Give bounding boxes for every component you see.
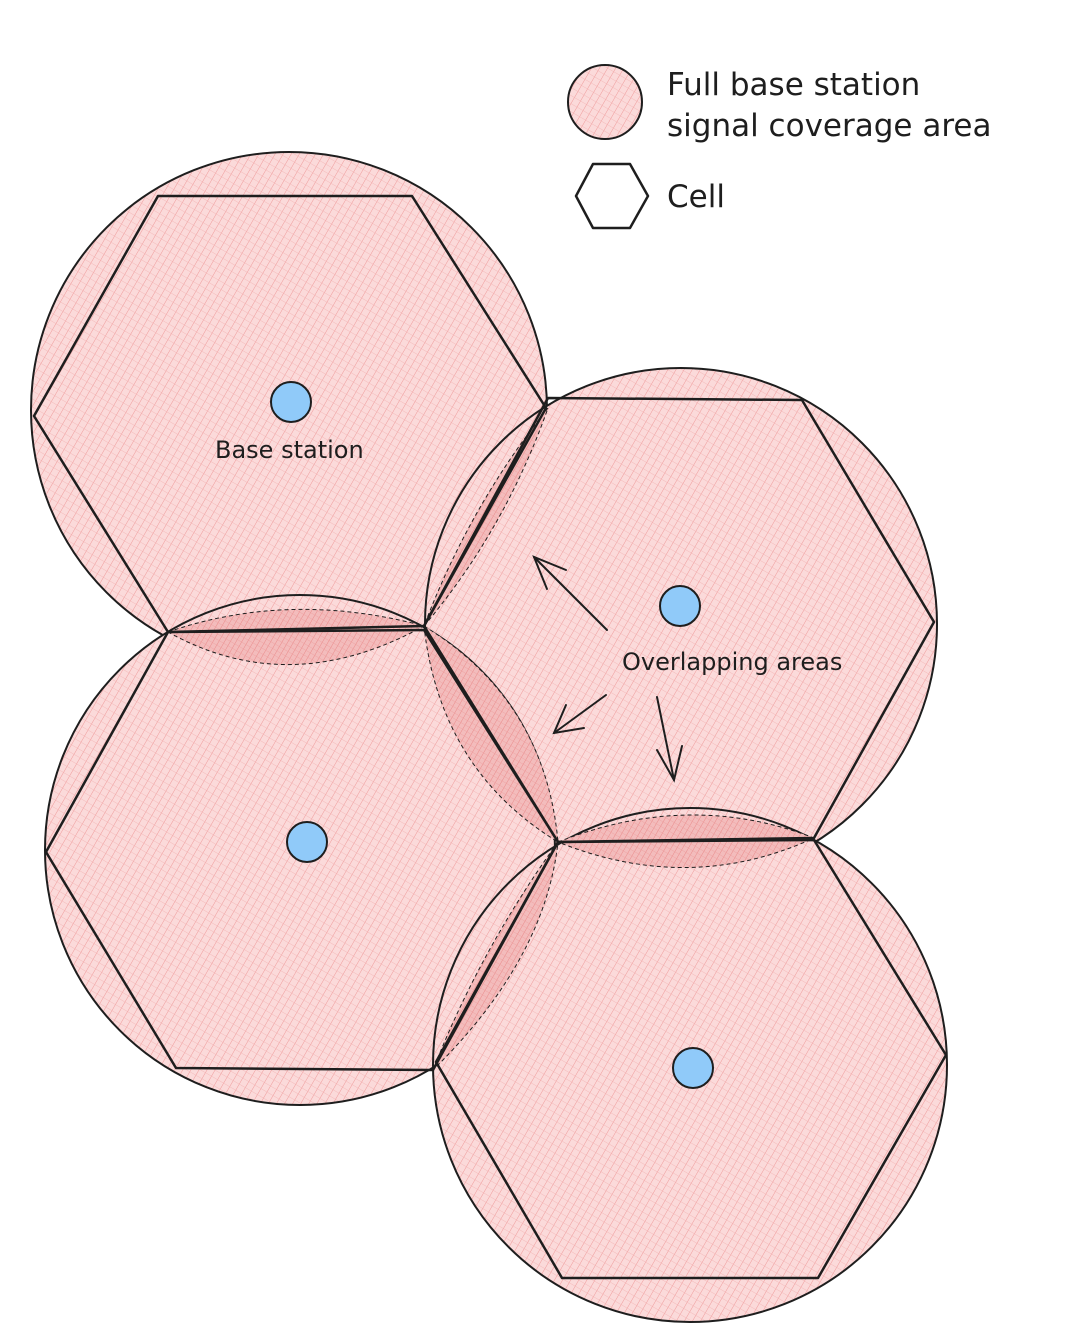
legend-coverage-swatch	[567, 64, 643, 140]
cells	[32, 194, 948, 1280]
cell-hexagon-bottom-left	[44, 628, 560, 1072]
cell-hexagon-bottom-right	[434, 838, 948, 1280]
arrow-to-center-overlap	[552, 694, 607, 735]
base-station-label: Base station	[215, 436, 364, 464]
legend-coverage-label-line2: signal coverage area	[667, 108, 991, 144]
legend-coverage-label-line1: Full base station	[667, 67, 920, 103]
base-station-bottom-right	[672, 1047, 714, 1089]
base-station-middle-right	[659, 585, 701, 627]
base-station-top-left	[270, 381, 312, 423]
legend-cell-swatch	[574, 162, 650, 230]
overlapping-areas-label: Overlapping areas	[622, 648, 842, 676]
legend-cell-label: Cell	[667, 179, 725, 215]
arrow-to-right-overlap	[656, 696, 683, 783]
base-station-bottom-left	[286, 821, 328, 863]
overlap-arrows	[532, 555, 683, 783]
legend: Full base station signal coverage area C…	[567, 64, 991, 230]
cell-hexagon-middle-right	[422, 396, 936, 844]
base-stations	[270, 381, 714, 1089]
arrow-to-top-overlap	[532, 555, 608, 631]
